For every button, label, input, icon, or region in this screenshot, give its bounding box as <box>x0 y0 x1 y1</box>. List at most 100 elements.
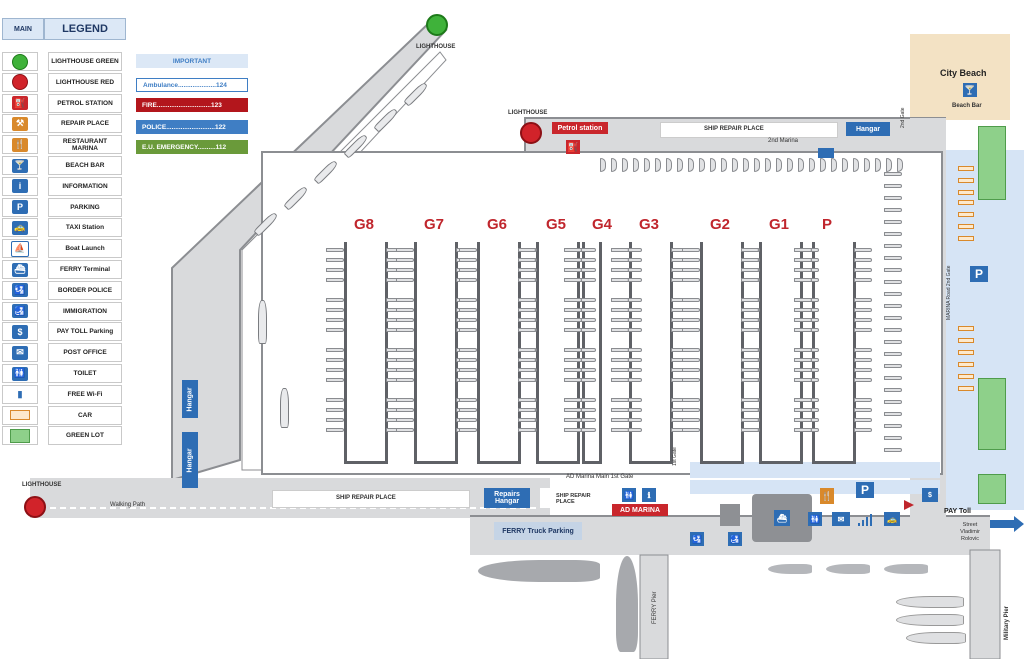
gate-label-g8: G8 <box>354 216 375 233</box>
boat-launch-icon: ⛵ <box>2 239 38 259</box>
berth-boat <box>884 220 902 224</box>
ad-marina-label: AD MARINA <box>612 504 668 516</box>
berth-boat <box>564 248 582 252</box>
legend-item-label: REPAIR PLACE <box>48 114 122 134</box>
berth-boat <box>854 428 872 432</box>
berth-boat <box>326 378 344 382</box>
legend-item-label: RESTAURANT MARINA <box>48 135 122 155</box>
legend-item: ⛵Boat Launch <box>0 239 122 259</box>
berth-boat <box>564 278 582 282</box>
berth-boat <box>518 418 536 422</box>
legend-item-label: TAXI Station <box>48 218 122 238</box>
legend-item: 🍴 RESTAURANT MARINA <box>0 135 122 155</box>
berth-boat <box>611 378 629 382</box>
berth-boat <box>794 278 812 282</box>
berth-boat <box>564 418 582 422</box>
legend-item-label: PARKING <box>48 197 122 217</box>
berth-boat <box>396 398 414 402</box>
berth-boat <box>721 158 727 172</box>
legend-item: ⛴FERRY Terminal <box>0 260 122 279</box>
legend-item-label: LIGHTHOUSE RED <box>48 72 122 92</box>
berth-boat <box>794 268 812 272</box>
berth-boat <box>459 258 477 262</box>
lighthouse-mid-label: LIGHTHOUSE <box>508 110 548 116</box>
berth-boat <box>854 358 872 362</box>
military-pier-label: Military Pier <box>1004 605 1010 640</box>
berth-boat <box>682 348 700 352</box>
petrol-icon: ⛽ <box>566 140 580 154</box>
berth-boat <box>611 258 629 262</box>
legend-item-label: POST OFFICE <box>48 343 122 363</box>
parking-icon[interactable]: P <box>970 266 988 282</box>
berth-boat <box>741 398 759 402</box>
legend-item: 🚻TOILET <box>0 364 122 383</box>
berth-boat <box>884 412 902 416</box>
berth-boat <box>884 280 902 284</box>
legend-item: 🛃IMMIGRATION <box>0 301 122 321</box>
berth-boat <box>326 278 344 282</box>
berth-boat <box>787 158 793 172</box>
berth-boat <box>854 308 872 312</box>
ship-repair-bottom-label: SHIP REPAIR PLACE <box>336 495 396 501</box>
berth-boat <box>741 358 759 362</box>
berth-boat <box>682 278 700 282</box>
car-icon <box>2 405 38 425</box>
berth-boat <box>854 278 872 282</box>
berth-boat <box>459 368 477 372</box>
berth-boat <box>741 368 759 372</box>
berth-boat <box>518 398 536 402</box>
berth-boat <box>741 428 759 432</box>
berth-boat <box>884 244 902 248</box>
legend-item-label: BEACH BAR <box>48 156 122 175</box>
legend-title: LEGEND <box>44 18 126 40</box>
berth-boat <box>741 328 759 332</box>
information-icon: ℹ <box>642 488 656 502</box>
lighthouse-red-icon <box>2 72 38 92</box>
berth-boat <box>518 328 536 332</box>
berth-boat <box>741 378 759 382</box>
entry-arrow-icon <box>904 500 914 510</box>
ship-repair-top-label: SHIP REPAIR PLACE <box>704 126 764 132</box>
berth-boat <box>326 348 344 352</box>
berth-boat <box>884 268 902 272</box>
legend-item: GREEN LOT <box>0 426 122 446</box>
information-icon: i <box>2 176 38 196</box>
legend-item: 🍸 BEACH BAR <box>0 156 122 175</box>
berth-boat <box>326 408 344 412</box>
berth-boat <box>682 408 700 412</box>
berth-boat <box>688 158 694 172</box>
berth-boat <box>518 348 536 352</box>
berth-boat <box>518 358 536 362</box>
fire-number: FIRE..............................123 <box>136 98 248 112</box>
pay-toll-icon[interactable]: $ <box>922 488 938 502</box>
berth-boat <box>564 378 582 382</box>
pier-g4 <box>582 242 602 464</box>
legend-item: ⛽PETROL STATION <box>0 93 122 113</box>
car-icon <box>958 374 974 379</box>
military-ship <box>896 596 964 608</box>
beach-bar-icon: 🍸 <box>2 156 38 175</box>
berth-boat <box>884 376 902 380</box>
restaurant-icon: 🍴 <box>2 135 38 155</box>
berth-boat <box>741 348 759 352</box>
berth-boat <box>794 348 812 352</box>
berth-boat <box>459 308 477 312</box>
berth-boat <box>644 158 650 172</box>
parking-icon[interactable]: P <box>856 482 874 498</box>
legend-item: ✉POST OFFICE <box>0 343 122 363</box>
berth-boat <box>326 248 344 252</box>
military-ship <box>896 614 964 626</box>
taxi-icon[interactable]: 🚕 <box>884 512 900 526</box>
car-icon <box>958 338 974 343</box>
berth-boat <box>884 424 902 428</box>
berth-boat <box>682 378 700 382</box>
berth-boat <box>741 278 759 282</box>
pay-toll-icon: $ <box>2 322 38 342</box>
berth-boat <box>459 428 477 432</box>
street-label: Street Vladimir Rolovic <box>960 522 980 542</box>
lighthouse-green-icon <box>2 52 38 71</box>
berth-boat <box>794 318 812 322</box>
repairs-hangar-label: Repairs Hangar <box>484 488 530 508</box>
berth-boat <box>854 408 872 412</box>
